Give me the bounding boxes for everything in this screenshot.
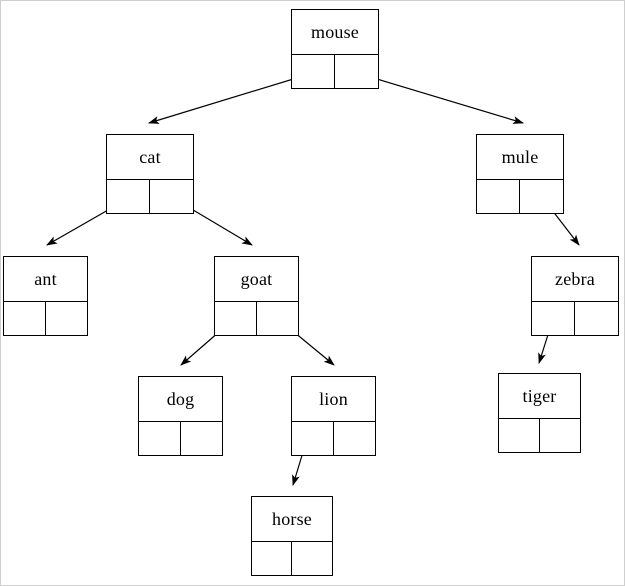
tree-node-label-cat: cat: [139, 147, 161, 167]
tree-node-pointers-lion: [292, 421, 375, 456]
tree-node-zebra[interactable]: zebra: [531, 256, 619, 336]
tree-node-left-pointer-cat[interactable]: [107, 180, 150, 214]
tree-node-mouse[interactable]: mouse: [291, 9, 379, 89]
tree-node-ant[interactable]: ant: [3, 256, 88, 336]
tree-node-pointers-mouse: [292, 54, 378, 89]
tree-node-left-pointer-ant[interactable]: [4, 302, 46, 336]
tree-node-lion[interactable]: lion: [291, 376, 376, 456]
tree-node-right-pointer-zebra[interactable]: [575, 302, 618, 336]
tree-node-left-pointer-tiger[interactable]: [499, 419, 540, 453]
tree-node-pointers-mule: [477, 179, 563, 214]
tree-node-label-dog: dog: [166, 389, 195, 409]
tree-node-right-pointer-lion[interactable]: [334, 422, 376, 456]
tree-node-label-mouse: mouse: [311, 22, 359, 42]
tree-node-label-lion: lion: [319, 389, 348, 409]
tree-node-right-pointer-horse[interactable]: [292, 542, 332, 576]
tree-node-pointers-ant: [4, 301, 87, 336]
tree-node-left-pointer-goat[interactable]: [215, 302, 257, 336]
tree-node-left-pointer-zebra[interactable]: [532, 302, 575, 336]
tree-node-left-pointer-mule[interactable]: [477, 180, 520, 214]
tree-node-right-pointer-cat[interactable]: [150, 180, 193, 214]
tree-node-right-pointer-dog[interactable]: [181, 422, 223, 456]
tree-node-right-pointer-mule[interactable]: [520, 180, 563, 214]
tree-node-pointers-zebra: [532, 301, 618, 336]
tree-node-pointers-cat: [107, 179, 193, 214]
tree-node-right-pointer-tiger[interactable]: [540, 419, 581, 453]
tree-node-pointers-dog: [139, 421, 222, 456]
tree-node-right-pointer-mouse[interactable]: [335, 55, 378, 89]
tree-node-goat[interactable]: goat: [214, 256, 299, 336]
tree-node-cat[interactable]: cat: [106, 134, 194, 214]
tree-node-pointers-tiger: [499, 418, 580, 453]
tree-node-right-pointer-goat[interactable]: [257, 302, 299, 336]
tree-node-left-pointer-lion[interactable]: [292, 422, 334, 456]
tree-node-mule[interactable]: mule: [476, 134, 564, 214]
tree-node-right-pointer-ant[interactable]: [46, 302, 88, 336]
tree-node-dog[interactable]: dog: [138, 376, 223, 456]
tree-node-label-zebra: zebra: [555, 269, 595, 289]
tree-node-label-horse: horse: [272, 509, 312, 529]
tree-node-tiger[interactable]: tiger: [498, 373, 581, 453]
tree-node-label-mule: mule: [501, 147, 539, 167]
tree-node-horse[interactable]: horse: [251, 496, 333, 576]
tree-node-left-pointer-dog[interactable]: [139, 422, 181, 456]
tree-node-left-pointer-horse[interactable]: [252, 542, 292, 576]
tree-node-left-pointer-mouse[interactable]: [292, 55, 335, 89]
tree-node-label-goat: goat: [240, 269, 273, 289]
tree-edge-mouse-to-mule: [356, 72, 524, 124]
tree-edge-mouse-to-cat: [148, 72, 314, 124]
tree-node-label-ant: ant: [34, 269, 57, 289]
tree-node-label-tiger: tiger: [522, 386, 557, 406]
tree-node-pointers-horse: [252, 541, 332, 576]
tree-node-pointers-goat: [215, 301, 298, 336]
